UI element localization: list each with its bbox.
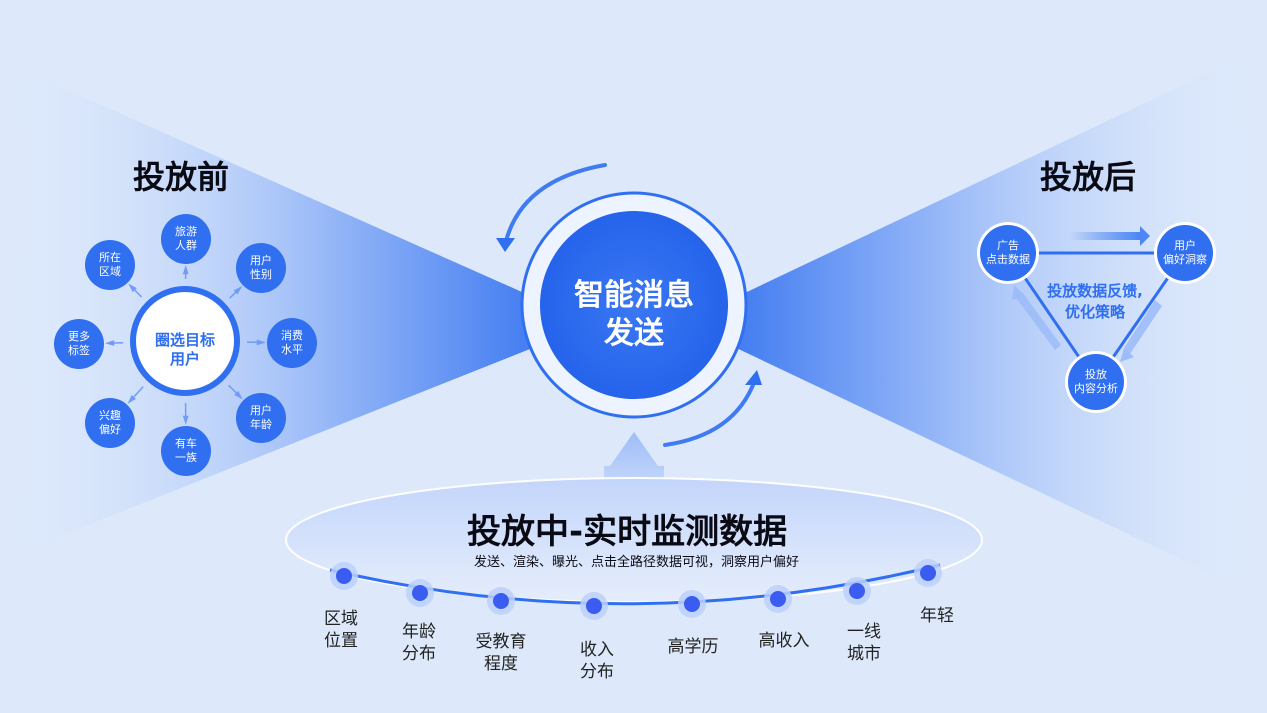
after-node-label: 广告 点击数据 bbox=[986, 239, 1030, 266]
timeline-label: 区域 位置 bbox=[324, 609, 358, 651]
during-subtitle: 发送、渲染、曝光、点击全路径数据可视，洞察用户偏好 bbox=[474, 555, 800, 570]
after-arrow-right bbox=[1124, 300, 1162, 354]
timeline-dot bbox=[412, 585, 428, 601]
before-spokes bbox=[104, 264, 267, 426]
before-node-label: 所在 区域 bbox=[99, 251, 121, 278]
before-node-label: 更多 标签 bbox=[68, 330, 90, 357]
after-feedback-label: 投放数据反馈, 优化策略 bbox=[1047, 282, 1143, 321]
after-node bbox=[1157, 225, 1213, 281]
timeline-label: 高收入 bbox=[758, 631, 810, 651]
before-node bbox=[236, 393, 286, 443]
timeline-label: 受教育 程度 bbox=[475, 632, 527, 674]
after-arrow-top bbox=[1070, 232, 1140, 240]
right-funnel bbox=[730, 45, 1267, 600]
before-node-label: 用户 性别 bbox=[250, 254, 272, 281]
timeline-dot bbox=[849, 583, 865, 599]
timeline-dot bbox=[770, 591, 786, 607]
timeline-label: 年轻 bbox=[920, 606, 954, 626]
during-title: 投放中-实时监测数据 bbox=[467, 512, 788, 552]
center-circle bbox=[540, 211, 728, 399]
after-nodes bbox=[977, 222, 1216, 413]
before-title: 投放前 bbox=[133, 158, 230, 196]
center-label: 智能消息 发送 bbox=[574, 278, 694, 351]
before-hub-label: 圈选目标 用户 bbox=[154, 331, 215, 368]
left-funnel bbox=[0, 60, 540, 560]
timeline-dot bbox=[920, 565, 936, 581]
after-node-label: 投放 内容分析 bbox=[1074, 368, 1118, 395]
spoke-arrowhead bbox=[127, 395, 136, 404]
top-curve-arrowhead bbox=[496, 238, 515, 252]
before-hub-ring bbox=[130, 286, 240, 396]
before-node bbox=[54, 319, 104, 369]
bottom-curve-arrowhead bbox=[745, 370, 762, 385]
after-arrowhead-top bbox=[1140, 226, 1150, 246]
bottom-curve-arrow bbox=[663, 378, 757, 447]
after-title: 投放后 bbox=[1040, 158, 1137, 196]
timeline-label: 年龄 分布 bbox=[402, 622, 436, 664]
spoke-arrowhead bbox=[182, 264, 189, 275]
top-curve-arrow bbox=[503, 163, 607, 247]
after-arrowhead-left bbox=[1012, 285, 1025, 300]
timeline-ellipse bbox=[285, 477, 983, 603]
spoke-arrowhead bbox=[234, 390, 243, 400]
before-node-label: 用户 年龄 bbox=[250, 404, 272, 431]
spoke-arrowhead bbox=[233, 286, 243, 295]
after-node bbox=[980, 225, 1036, 281]
before-nodes bbox=[54, 214, 317, 476]
before-node-label: 有车 一族 bbox=[175, 437, 197, 464]
timeline-label: 高学历 bbox=[667, 637, 719, 657]
before-node bbox=[236, 243, 286, 293]
spoke-arrowhead bbox=[256, 339, 267, 346]
before-node bbox=[85, 398, 135, 448]
spoke-arrowhead bbox=[182, 415, 189, 426]
before-node bbox=[267, 318, 317, 368]
before-node bbox=[85, 240, 135, 290]
spoke-arrowhead bbox=[104, 340, 115, 346]
timeline-label: 一线 城市 bbox=[847, 622, 881, 664]
timeline-label: 收入 分布 bbox=[580, 640, 614, 682]
before-node-label: 旅游 人群 bbox=[175, 225, 197, 252]
before-node-label: 兴趣 偏好 bbox=[99, 409, 121, 436]
after-arrow-left bbox=[1016, 292, 1061, 350]
timeline-dot bbox=[684, 596, 700, 612]
up-arrow bbox=[604, 432, 664, 490]
timeline-dot bbox=[586, 598, 602, 614]
before-node bbox=[161, 426, 211, 476]
after-node bbox=[1068, 354, 1124, 410]
after-arrowhead-right bbox=[1120, 348, 1134, 362]
spoke-arrowhead bbox=[128, 283, 137, 293]
before-node-label: 消费 水平 bbox=[281, 329, 303, 356]
after-node-label: 用户 偏好洞察 bbox=[1163, 239, 1207, 266]
timeline-dots bbox=[330, 559, 942, 620]
timeline-dot bbox=[336, 568, 352, 584]
timeline-dot bbox=[493, 593, 509, 609]
before-node bbox=[161, 214, 211, 264]
